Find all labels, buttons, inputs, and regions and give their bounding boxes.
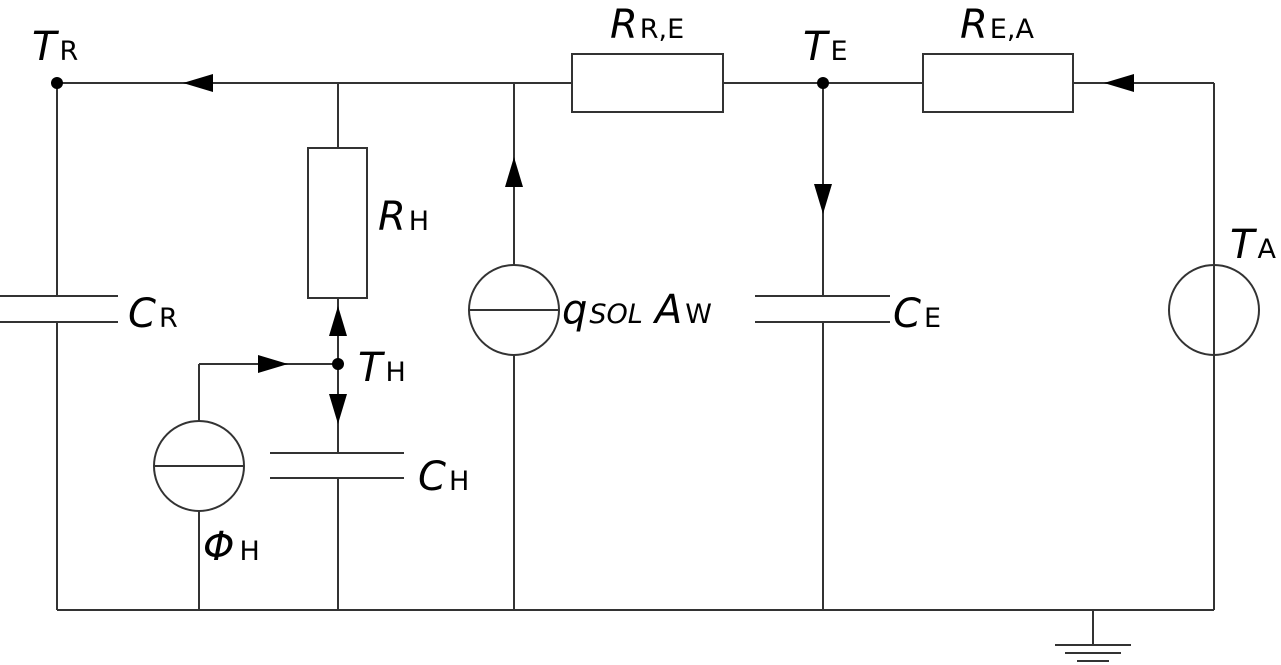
- node-dot-t-r: [51, 77, 63, 89]
- resistor-r-ea: [922, 53, 1074, 113]
- capacitor-c-h: [270, 452, 404, 479]
- label-r-re: RR,E: [610, 2, 684, 48]
- resistor-r-h: [307, 147, 368, 299]
- current-source-q-sol: [468, 264, 560, 356]
- arrow-down-icon: [814, 184, 832, 214]
- temperature-source-t-a: [1168, 264, 1260, 356]
- resistor-r-re: [571, 53, 724, 113]
- arrow-down-icon: [329, 394, 347, 424]
- node-dot-t-e: [817, 77, 829, 89]
- arrow-up-icon: [329, 306, 347, 336]
- current-source-phi-h: [153, 420, 245, 512]
- label-r-ea: RE,A: [960, 2, 1034, 48]
- arrow-up-icon: [505, 157, 523, 187]
- arrow-right-icon: [258, 355, 288, 373]
- capacitor-c-r: [0, 295, 118, 323]
- ground-icon: [1055, 644, 1131, 662]
- arrow-left-icon: [1104, 74, 1134, 92]
- arrow-left-icon: [183, 74, 213, 92]
- node-dot-t-h: [332, 358, 344, 370]
- capacitor-c-e: [755, 295, 890, 323]
